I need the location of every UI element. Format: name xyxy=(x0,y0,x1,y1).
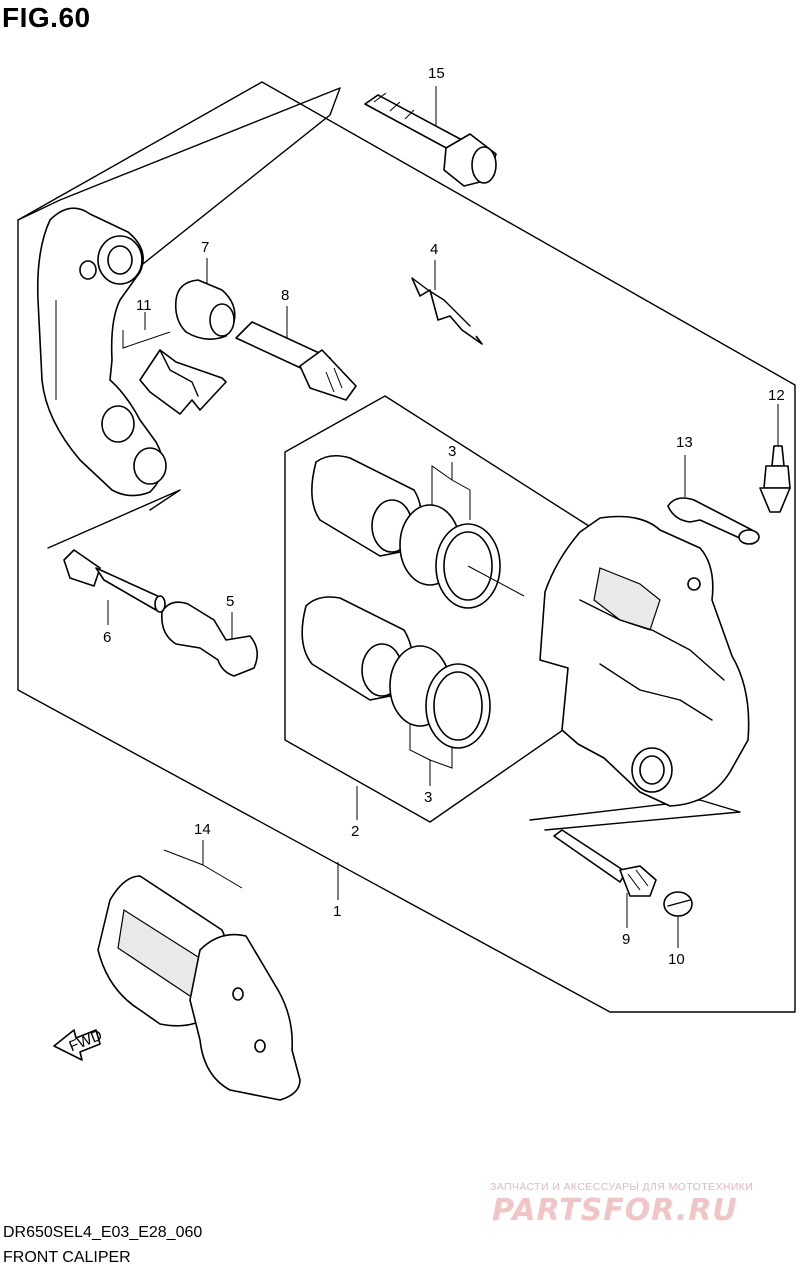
bolt-15 xyxy=(364,92,497,187)
bleeder-valve-12 xyxy=(759,445,791,513)
callout-3-upper: 3 xyxy=(448,443,456,460)
callout-15: 15 xyxy=(428,65,445,82)
callout-9: 9 xyxy=(622,931,630,948)
piston-axis-line xyxy=(467,565,525,597)
pin-6 xyxy=(63,549,166,613)
callout-13: 13 xyxy=(676,434,693,451)
leader-lines xyxy=(107,86,779,948)
watermark-brand: PARTSFOR.RU xyxy=(492,1193,738,1228)
caliper-body xyxy=(539,515,750,807)
callout-4: 4 xyxy=(430,241,438,258)
model-code: DR650SEL4_E03_E28_060 xyxy=(3,1224,203,1241)
figure-title: FIG.60 xyxy=(2,2,91,33)
sleeve-5 xyxy=(160,601,258,677)
callout-14: 14 xyxy=(194,821,211,838)
plug-10 xyxy=(663,891,693,917)
forward-arrow: FWD xyxy=(53,1027,105,1061)
watermark-subtitle: ЗАПЧАСТИ И АКСЕССУАРЫ ДЛЯ МОТОТЕХНИКИ xyxy=(490,1181,754,1193)
bracket-lower-line xyxy=(47,489,181,549)
callout-6: 6 xyxy=(103,629,111,646)
callout-7: 7 xyxy=(201,239,209,256)
caliper-lower-line xyxy=(529,799,741,831)
pad-spring-4 xyxy=(411,277,483,345)
brake-pads-14 xyxy=(97,875,301,1101)
callout-10: 10 xyxy=(668,951,685,968)
pad-retainer-11 xyxy=(139,349,227,415)
callout-3-lower: 3 xyxy=(424,789,432,806)
pin-8 xyxy=(235,321,357,401)
callout-5: 5 xyxy=(226,593,234,610)
callout-12: 12 xyxy=(768,387,785,404)
bracket-group-outline xyxy=(17,87,341,331)
caliper-bracket xyxy=(36,207,167,497)
figure-caption: FRONT CALIPER xyxy=(3,1249,131,1266)
callout-8: 8 xyxy=(281,287,289,304)
piston-upper xyxy=(311,454,501,609)
piston-lower xyxy=(301,596,491,749)
callout-11: 11 xyxy=(136,297,152,314)
callout-2: 2 xyxy=(351,823,359,840)
assembly-outline xyxy=(17,81,796,1013)
pin-9 xyxy=(553,829,657,897)
bleeder-cap-13 xyxy=(667,497,760,545)
boot-7 xyxy=(174,279,236,340)
callout-1: 1 xyxy=(333,903,341,920)
